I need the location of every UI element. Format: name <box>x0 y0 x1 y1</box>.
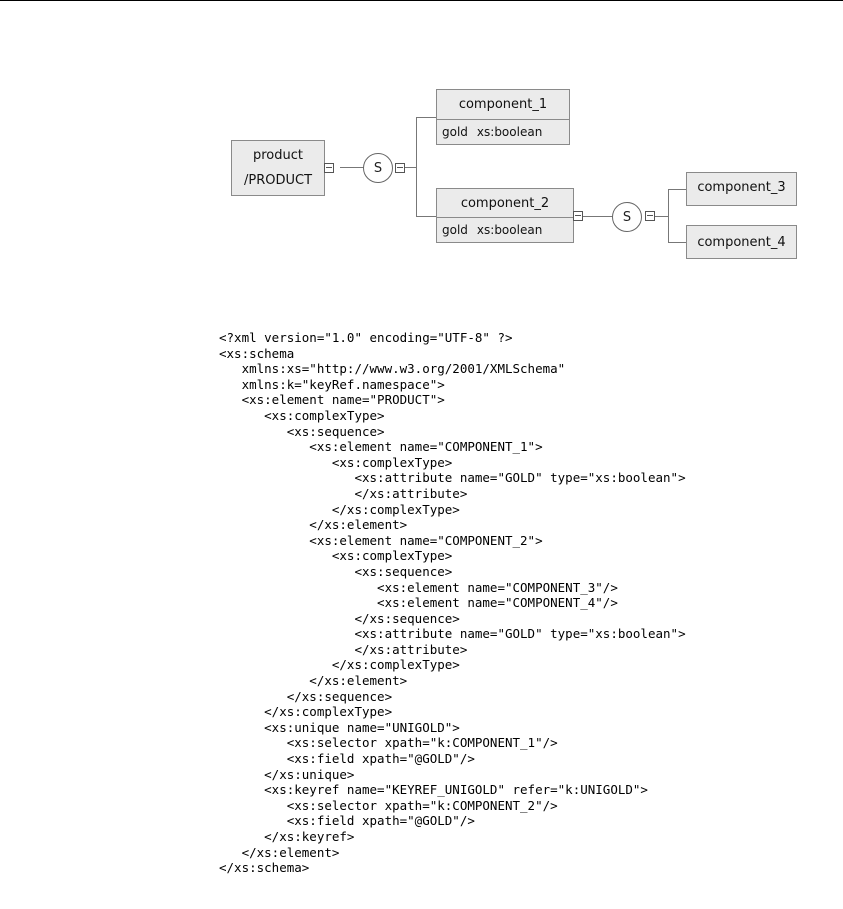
component-1-name: component_1 <box>458 97 548 112</box>
connector-to-component-2 <box>416 216 437 217</box>
connector-to-component-3 <box>668 189 686 190</box>
component-2-attribute-type: xs:boolean <box>476 223 543 237</box>
product-node[interactable]: product /PRODUCT <box>231 140 325 196</box>
product-path: /PRODUCT <box>243 172 313 188</box>
sequence-2-compositor-icon[interactable]: S <box>612 202 642 232</box>
product-name: product <box>252 147 303 163</box>
xml-line: <xs:unique name="UNIGOLD"> <box>219 719 460 735</box>
top-rule <box>0 0 843 1</box>
xml-line: </xs:schema> <box>219 860 310 876</box>
xml-line: </xs:complexType> <box>219 657 460 673</box>
xml-line: </xs:element> <box>219 517 408 533</box>
product-collapse-icon[interactable] <box>324 163 334 173</box>
xml-line: <xs:complexType> <box>219 407 385 423</box>
xml-line: <xs:attribute name="GOLD" type="xs:boole… <box>219 626 686 642</box>
component-4-name: component_4 <box>697 234 786 250</box>
sequence-2-collapse-icon[interactable] <box>645 211 655 221</box>
xml-line: <xs:sequence> <box>219 563 453 579</box>
xml-line: <xs:sequence> <box>219 423 385 439</box>
xml-line: <xs:complexType> <box>219 548 453 564</box>
schema-diagram: product /PRODUCT S component_1 gold xs:b… <box>0 0 843 300</box>
component-3-node[interactable]: component_3 <box>686 172 797 206</box>
xml-line: <xs:element name="COMPONENT_4"/> <box>219 595 618 611</box>
bracket-2-vertical <box>668 189 669 242</box>
xml-line: <xs:attribute name="GOLD" type="xs:boole… <box>219 470 686 486</box>
xml-line: <xs:schema <box>219 345 295 361</box>
xml-line: <?xml version="1.0" encoding="UTF-8" ?> <box>219 330 513 345</box>
xml-line: <xs:element name="COMPONENT_2"> <box>219 532 543 548</box>
xml-schema-listing: <?xml version="1.0" encoding="UTF-8" ?><… <box>219 330 839 876</box>
connector-root-to-sequence <box>340 167 364 168</box>
xml-line: xmlns:xs="http://www.w3.org/2001/XMLSche… <box>219 361 566 377</box>
component-1-attribute-type: xs:boolean <box>476 125 543 139</box>
connector-sequence-2-to-bracket <box>654 216 669 217</box>
xml-line: <xs:element name="COMPONENT_3"/> <box>219 579 618 595</box>
connector-component-2-to-sequence <box>583 216 613 217</box>
sequence-collapse-icon[interactable] <box>395 163 405 173</box>
component-3-name: component_3 <box>697 179 786 195</box>
xml-line: xmlns:k="keyRef.namespace"> <box>219 376 445 392</box>
xml-line: </xs:complexType> <box>219 704 393 720</box>
component-2-name: component_2 <box>460 195 550 211</box>
component-1-attribute-name: gold <box>442 125 468 139</box>
component-2-collapse-icon[interactable] <box>573 211 583 221</box>
xml-line: </xs:keyref> <box>219 829 355 844</box>
connector-sequence-to-bracket <box>403 167 417 168</box>
xml-line: <xs:element name="COMPONENT_1"> <box>219 439 543 455</box>
xml-line: </xs:complexType> <box>219 501 460 517</box>
xml-line: </xs:sequence> <box>219 688 393 704</box>
component-1-attribute: gold xs:boolean <box>437 119 569 144</box>
connector-to-component-1 <box>416 117 437 118</box>
xml-line: </xs:attribute> <box>219 485 468 501</box>
xml-line: <xs:keyref name="KEYREF_UNIGOLD" refer="… <box>219 782 648 798</box>
bracket-vertical <box>416 117 417 216</box>
component-2-attribute: gold xs:boolean <box>437 217 573 242</box>
xml-line: </xs:element> <box>219 844 340 860</box>
xml-line: </xs:attribute> <box>219 641 468 657</box>
component-2-node[interactable]: component_2 gold xs:boolean <box>436 188 574 243</box>
connector-to-component-4 <box>668 242 686 243</box>
xml-line: </xs:element> <box>219 673 408 689</box>
xml-line: <xs:field xpath="@GOLD"/> <box>219 751 475 767</box>
xml-line: </xs:sequence> <box>219 610 460 626</box>
xml-line: <xs:selector xpath="k:COMPONENT_1"/> <box>219 735 558 751</box>
xml-line: <xs:selector xpath="k:COMPONENT_2"/> <box>219 797 558 813</box>
xml-line: <xs:element name="PRODUCT"> <box>219 392 445 408</box>
sequence-compositor-icon[interactable]: S <box>363 153 393 183</box>
component-4-node[interactable]: component_4 <box>686 225 797 259</box>
xml-line: <xs:complexType> <box>219 454 453 470</box>
component-2-attribute-name: gold <box>442 223 468 237</box>
xml-line: <xs:field xpath="@GOLD"/> <box>219 813 475 829</box>
component-1-node[interactable]: component_1 gold xs:boolean <box>436 89 570 145</box>
xml-line: </xs:unique> <box>219 766 355 782</box>
